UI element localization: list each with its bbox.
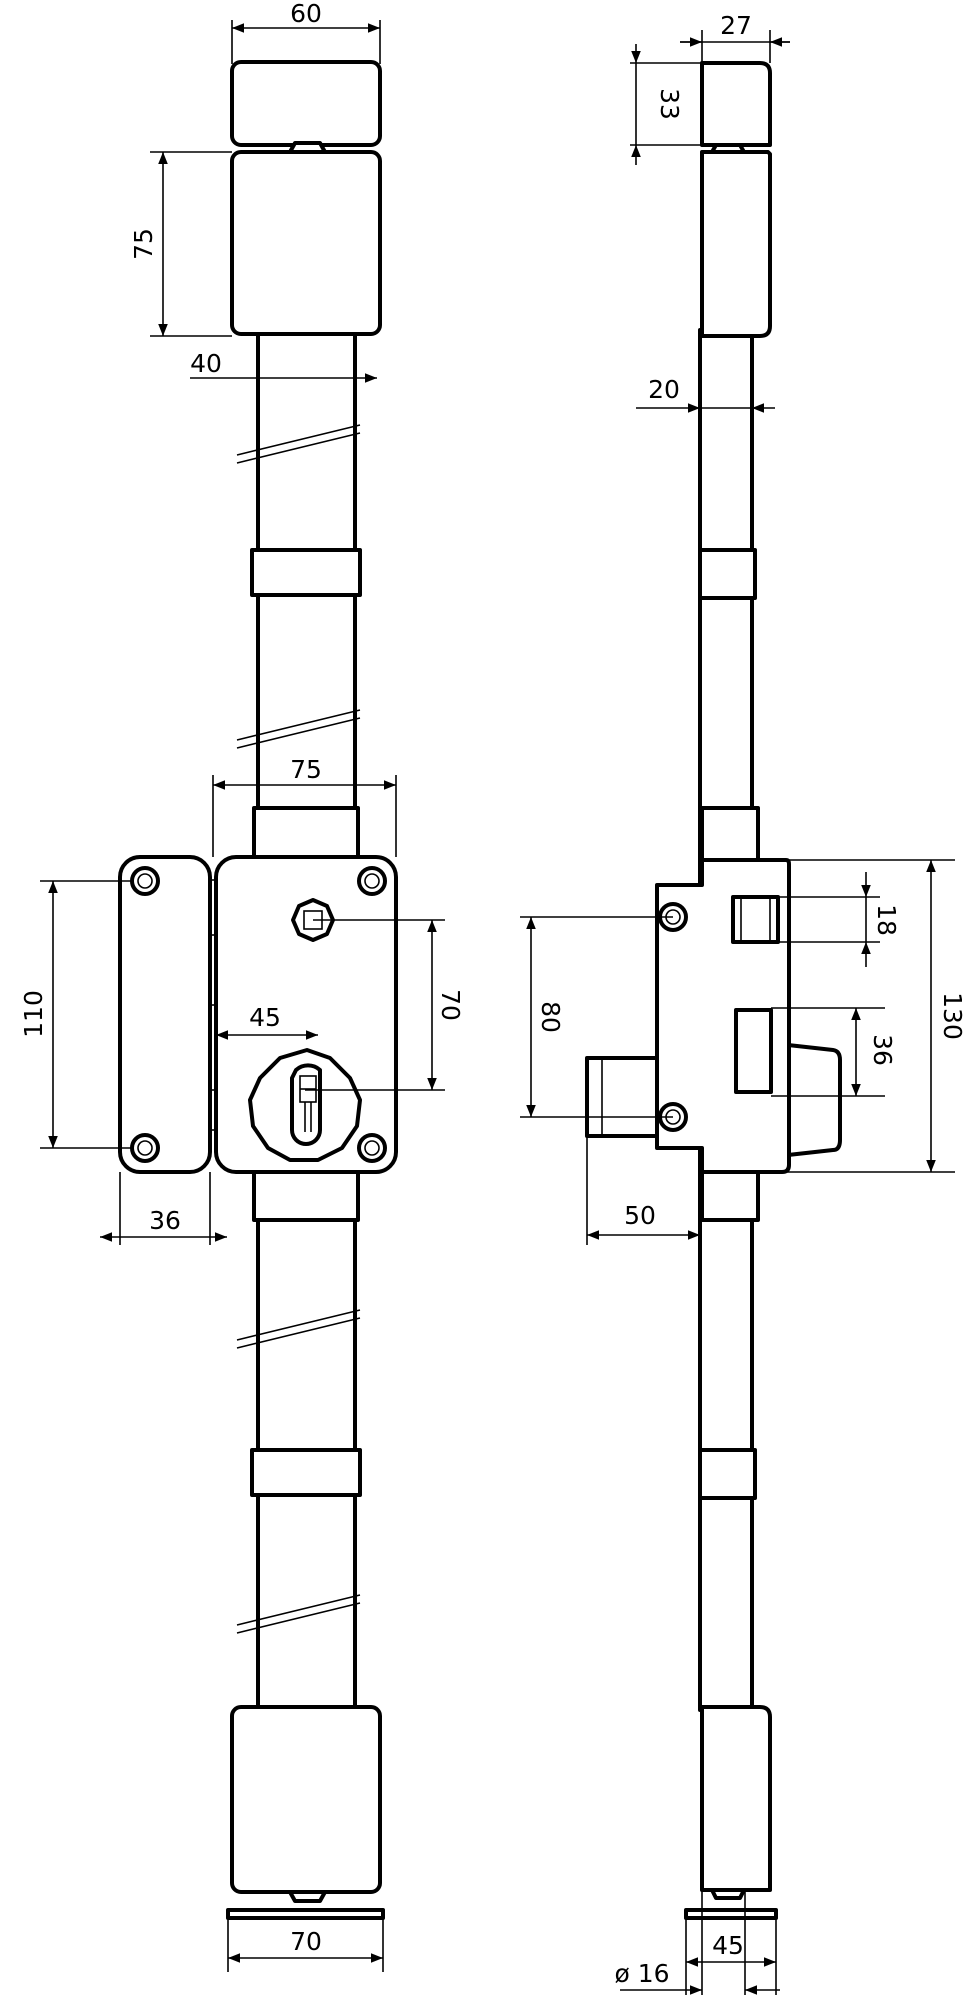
side-bottom-nub [710,1888,746,1900]
side-case-collar-bottom [700,1166,760,1222]
dim-keeper-height: 110 [19,990,48,1038]
dim-case-height: 130 [938,992,963,1040]
front-case-screw-bottom-right [357,1133,387,1163]
front-case-collar-top [252,806,360,862]
dim-cap-height: 33 [655,88,684,120]
front-view [118,60,398,1920]
dim-top-cap-width: 60 [290,0,322,28]
front-case-collar-bottom [252,1166,360,1222]
front-rod-guide-upper [250,548,362,597]
side-bottom-plate [684,1908,778,1920]
side-case-collar-top [700,806,760,862]
side-bottom-housing [700,1705,772,1892]
dim-cap-depth: 27 [720,11,752,40]
dim-bottom-plate-width: 70 [290,1927,322,1956]
dim-plate-depth: 45 [712,1931,744,1960]
front-rod-guide-lower [250,1448,362,1497]
front-dimensions: 60 75 40 75 110 70 45 36 [19,0,465,1972]
side-cylinder-ring [786,1043,842,1157]
side-bolt-window [731,895,780,944]
dim-rod-width: 40 [190,349,222,378]
front-case-screw-top-right [357,866,387,896]
side-view [585,61,842,1920]
dim-top-housing-height: 75 [129,228,158,260]
dim-bolt-height: 18 [872,904,901,936]
front-rod-break-marks [236,424,361,1634]
side-rod-guide-upper [698,548,757,600]
dim-cylinder-offset: 45 [249,1003,281,1032]
front-cylinder-icon [248,1048,362,1162]
side-top-cap [700,61,772,147]
dim-latch-height: 36 [868,1034,897,1066]
dim-keeper-screw-spacing: 80 [536,1001,565,1033]
front-bottom-nub [288,1890,327,1903]
side-top-housing [700,150,772,338]
side-dimensions: 27 33 20 18 36 130 80 [520,11,963,1995]
front-bottom-housing [230,1705,382,1894]
side-latch-slot [734,1008,773,1094]
front-keeper-plate [118,855,212,1174]
side-rod-guide-lower [698,1448,757,1500]
front-top-housing [230,150,382,336]
front-lock-case [214,855,398,1174]
dim-screw-spacing: 70 [436,989,465,1021]
dim-rod-depth: 20 [648,375,680,404]
dim-rod-diameter: ø 16 [614,1959,669,1988]
dim-case-width: 75 [290,755,322,784]
dim-bolt-projection: 50 [624,1201,656,1230]
side-deadbolt [585,1056,659,1138]
front-top-cap [230,60,382,147]
dim-keeper-width: 36 [149,1206,181,1235]
front-bottom-plate [226,1908,385,1920]
